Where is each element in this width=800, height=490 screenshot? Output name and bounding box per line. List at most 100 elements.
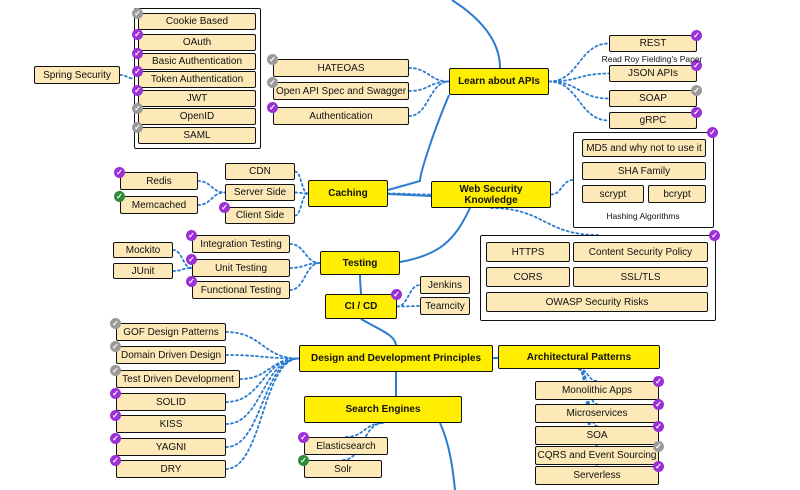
node-https[interactable]: HTTPS xyxy=(486,242,570,262)
node-yagni[interactable]: YAGNI xyxy=(116,438,226,456)
node-server-side[interactable]: Server Side xyxy=(225,184,295,201)
node-solr[interactable]: Solr xyxy=(304,460,382,478)
node-jwt[interactable]: JWT xyxy=(138,90,256,107)
node-serverless[interactable]: Serverless xyxy=(535,466,659,485)
node-architectural-patterns[interactable]: Architectural Patterns xyxy=(498,345,660,369)
check-icon: ✓ xyxy=(653,461,664,472)
node-unit-testing[interactable]: Unit Testing xyxy=(192,259,290,277)
connector-hateoas-learn_apis xyxy=(408,67,450,83)
node-token-auth[interactable]: Token Authentication xyxy=(138,71,256,88)
check-icon: ✓ xyxy=(186,276,197,287)
node-grpc[interactable]: gRPC xyxy=(609,112,697,129)
node-openapi[interactable]: Open API Spec and Swagger xyxy=(273,82,409,100)
trunk-line xyxy=(439,422,456,490)
connector-learn_apis-rest xyxy=(548,42,610,83)
check-icon: ✓ xyxy=(110,455,121,466)
node-mockito[interactable]: Mockito xyxy=(113,242,173,258)
node-saml[interactable]: SAML xyxy=(138,127,256,144)
check-icon: ✓ xyxy=(653,421,664,432)
connector-unit_testing-testing xyxy=(289,262,321,269)
trunk-line xyxy=(360,318,397,346)
node-solid[interactable]: SOLID xyxy=(116,393,226,411)
connector-cdn-caching xyxy=(294,170,309,195)
node-md5[interactable]: MD5 and why not to use it xyxy=(582,139,706,157)
node-dry[interactable]: DRY xyxy=(116,460,226,478)
node-junit[interactable]: JUnit xyxy=(113,263,173,279)
node-cookie[interactable]: Cookie Based xyxy=(138,13,256,30)
check-icon: ✓ xyxy=(110,388,121,399)
node-search-engines[interactable]: Search Engines xyxy=(304,396,462,423)
trunk-line xyxy=(359,274,362,295)
node-learn-apis[interactable]: Learn about APIs xyxy=(449,68,549,95)
check-icon: ✓ xyxy=(391,289,402,300)
connector-ddd-design_principles xyxy=(225,354,300,360)
check-icon: ✓ xyxy=(110,433,121,444)
node-cdn[interactable]: CDN xyxy=(225,163,295,180)
check-icon: ✓ xyxy=(267,102,278,113)
connector-client_side-caching xyxy=(294,192,309,217)
check-icon: ✓ xyxy=(132,85,143,96)
node-owasp[interactable]: OWASP Security Risks xyxy=(486,292,708,312)
check-icon: ✓ xyxy=(267,77,278,88)
node-jenkins[interactable]: Jenkins xyxy=(420,276,470,294)
node-tdd[interactable]: Test Driven Development xyxy=(116,370,240,388)
node-soap[interactable]: SOAP xyxy=(609,90,697,107)
node-memcached[interactable]: Memcached xyxy=(120,196,198,214)
check-icon: ✓ xyxy=(709,230,720,241)
node-elasticsearch[interactable]: Elasticsearch xyxy=(304,437,388,455)
node-monolithic[interactable]: Monolithic Apps xyxy=(535,381,659,400)
connector-caching-web_security xyxy=(387,192,432,196)
node-kiss[interactable]: KISS xyxy=(116,415,226,433)
connector-integration_testing-testing xyxy=(289,243,321,264)
node-caching[interactable]: Caching xyxy=(308,180,388,207)
node-scrypt[interactable]: scrypt xyxy=(582,185,644,203)
node-ddd[interactable]: Domain Driven Design xyxy=(116,346,226,364)
node-gof[interactable]: GOF Design Patterns xyxy=(116,323,226,341)
node-csp[interactable]: Content Security Policy xyxy=(573,242,708,262)
node-web-security[interactable]: Web Security Knowledge xyxy=(431,181,551,208)
node-cqrs[interactable]: CQRS and Event Sourcing xyxy=(535,446,659,465)
node-authentication[interactable]: Authentication xyxy=(273,107,409,125)
node-cicd[interactable]: CI / CD xyxy=(325,294,397,319)
connector-authentication-learn_apis xyxy=(408,80,450,117)
check-icon: ✓ xyxy=(653,376,664,387)
node-cors[interactable]: CORS xyxy=(486,267,570,287)
node-ssl-tls[interactable]: SSL/TLS xyxy=(573,267,708,287)
connector-learn_apis-soap xyxy=(548,80,610,100)
check-icon: ✓ xyxy=(691,30,702,41)
node-rest[interactable]: REST xyxy=(609,35,697,52)
node-design-principles[interactable]: Design and Development Principles xyxy=(299,345,493,372)
node-oauth[interactable]: OAuth xyxy=(138,34,256,51)
node-basic-auth[interactable]: Basic Authentication xyxy=(138,53,256,70)
node-testing[interactable]: Testing xyxy=(320,251,400,275)
check-icon: ✓ xyxy=(691,85,702,96)
check-icon: ✓ xyxy=(114,191,125,202)
node-soa[interactable]: SOA xyxy=(535,426,659,445)
node-redis[interactable]: Redis xyxy=(120,172,198,190)
node-functional-testing[interactable]: Functional Testing xyxy=(192,281,290,299)
trunk-line xyxy=(451,0,501,69)
node-microservices[interactable]: Microservices xyxy=(535,404,659,423)
hashing-caption: Hashing Algorithms xyxy=(606,211,680,221)
node-client-side[interactable]: Client Side xyxy=(225,207,295,224)
node-hateoas[interactable]: HATEOAS xyxy=(273,59,409,77)
connector-functional_testing-testing xyxy=(289,262,321,291)
connector-memcached-server_side xyxy=(197,191,226,206)
check-icon: ✓ xyxy=(691,60,702,71)
node-openid[interactable]: OpenID xyxy=(138,108,256,125)
node-json-apis[interactable]: JSON APIs xyxy=(609,65,697,82)
connector-redis-server_side xyxy=(197,180,226,194)
node-bcrypt[interactable]: bcrypt xyxy=(648,185,706,203)
check-icon: ✓ xyxy=(132,122,143,133)
connector-learn_apis-grpc xyxy=(548,80,610,122)
check-icon: ✓ xyxy=(132,103,143,114)
connector-elasticsearch-search_engines xyxy=(345,422,384,438)
check-icon: ✓ xyxy=(132,8,143,19)
node-sha[interactable]: SHA Family xyxy=(582,162,706,180)
check-icon: ✓ xyxy=(132,66,143,77)
check-icon: ✓ xyxy=(691,107,702,118)
check-icon: ✓ xyxy=(110,410,121,421)
node-teamcity[interactable]: Teamcity xyxy=(420,297,470,315)
node-integration-testing[interactable]: Integration Testing xyxy=(192,235,290,253)
node-spring-security[interactable]: Spring Security xyxy=(34,66,120,84)
